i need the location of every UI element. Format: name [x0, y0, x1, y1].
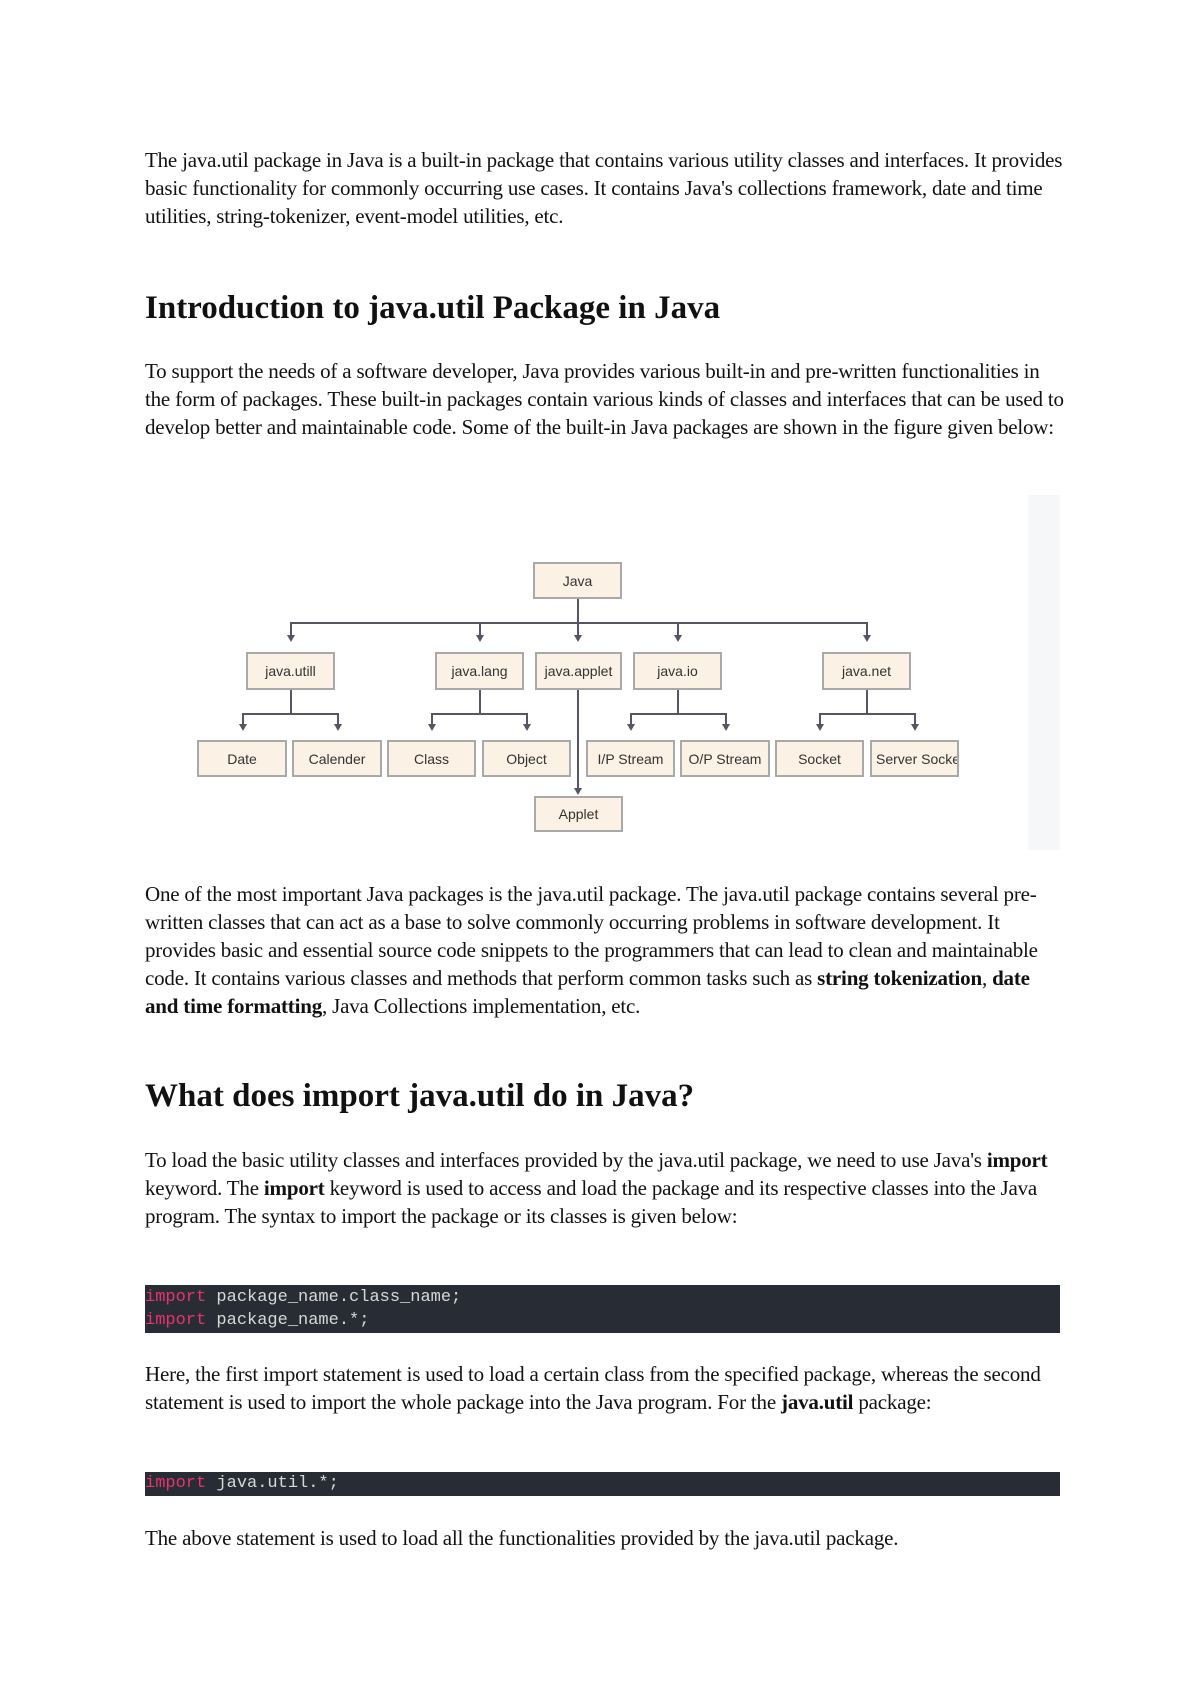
intro-text: The java.util package in Java is a built…	[145, 148, 1063, 228]
intro-paragraph: The java.util package in Java is a built…	[145, 146, 1065, 230]
important-text: One of the most important Java packages …	[145, 880, 1065, 1020]
section-heading: What does import java.util do in Java?	[145, 1078, 695, 1114]
text-span: One of the most important Java packages …	[145, 882, 1038, 990]
text-span: keyword. The	[145, 1176, 264, 1200]
node-object: Object	[482, 740, 571, 777]
code-block-syntax: import package_name.class_name; import p…	[145, 1285, 1060, 1333]
node-java-io: java.io	[633, 652, 722, 690]
code-text: package_name.class_name;	[206, 1288, 462, 1307]
important-paragraph: One of the most important Java packages …	[145, 880, 1065, 1020]
node-java: Java	[533, 562, 622, 599]
node-op-stream: O/P Stream	[680, 740, 770, 777]
text-span: , Java Collections implementation, etc.	[322, 994, 641, 1018]
keyword: import	[145, 1311, 207, 1330]
bold-java-util: java.util	[781, 1390, 854, 1414]
code-text: package_name.*;	[206, 1311, 370, 1330]
text-span: ,	[981, 966, 993, 990]
node-java-applet: java.applet	[535, 652, 622, 690]
node-server-socket: Server Socket	[870, 740, 959, 777]
final-text: The above statement is used to load all …	[145, 1526, 899, 1550]
load-text: To load the basic utility classes and in…	[145, 1146, 1065, 1230]
text-span: Here, the first import statement is used…	[145, 1362, 1041, 1414]
node-java-lang: java.lang	[435, 652, 524, 690]
code-line: import java.util.*;	[145, 1472, 1060, 1495]
here-paragraph: Here, the first import statement is used…	[145, 1360, 1065, 1416]
heading-introduction: Introduction to java.util Package in Jav…	[145, 288, 1065, 328]
node-date: Date	[197, 740, 287, 777]
text-span: keyword is used to access and load the p…	[145, 1176, 1038, 1228]
support-text: To support the needs of a software devel…	[145, 359, 1064, 439]
keyword: import	[145, 1288, 207, 1307]
code-line: import package_name.*;	[145, 1309, 1060, 1332]
code-text: java.util.*;	[206, 1474, 339, 1493]
section-heading: Introduction to java.util Package in Jav…	[145, 290, 721, 326]
here-text: Here, the first import statement is used…	[145, 1360, 1065, 1416]
heading-import: What does import java.util do in Java?	[145, 1076, 1065, 1116]
text-span: package:	[853, 1390, 932, 1414]
bold-date-time-formatting: date and time formatting	[145, 966, 1030, 1018]
bold-string-tokenization: string tokenization	[817, 966, 982, 990]
support-paragraph: To support the needs of a software devel…	[145, 357, 1065, 441]
final-paragraph: The above statement is used to load all …	[145, 1524, 1065, 1552]
load-paragraph: To load the basic utility classes and in…	[145, 1146, 1065, 1230]
node-java-util: java.utill	[246, 652, 335, 690]
code-line: import package_name.class_name;	[145, 1286, 1060, 1309]
node-calender: Calender	[292, 740, 382, 777]
node-ip-stream: I/P Stream	[586, 740, 675, 777]
node-applet: Applet	[534, 796, 623, 832]
image-edge-strip	[1028, 495, 1060, 850]
bold-import: import	[263, 1176, 325, 1200]
keyword: import	[145, 1474, 207, 1493]
node-socket: Socket	[775, 740, 864, 777]
node-java-net: java.net	[822, 652, 911, 690]
code-block-java-util: import java.util.*;	[145, 1472, 1060, 1496]
node-class: Class	[387, 740, 476, 777]
java-packages-diagram: Java java.utill java.lang java.applet ja…	[145, 495, 1060, 850]
text-span: To load the basic utility classes and in…	[145, 1148, 987, 1172]
bold-import: import	[986, 1148, 1048, 1172]
